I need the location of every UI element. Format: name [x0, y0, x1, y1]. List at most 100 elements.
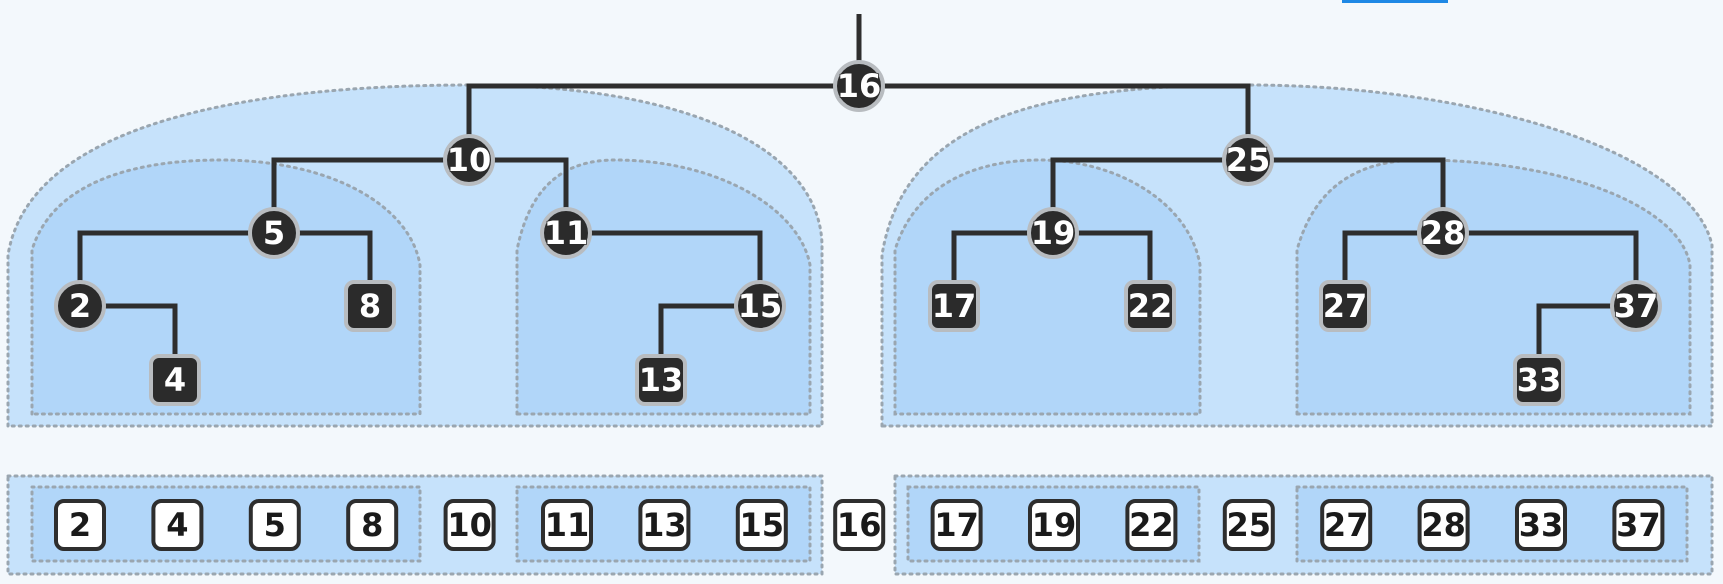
array-cell-17: 17 [930, 499, 983, 551]
array-cell-2-label: 2 [69, 506, 91, 544]
tree-node-28-circle [1417, 207, 1469, 259]
array-cell-15-label: 15 [740, 506, 785, 544]
tree-node-10-label: 10 [447, 141, 492, 179]
array-cell-13-box [638, 499, 691, 551]
tree-node-27-square [1319, 280, 1371, 332]
tree-node-33-square [1513, 354, 1565, 406]
tree-node-25: 25 [1222, 134, 1274, 186]
array-cell-10: 10 [443, 499, 496, 551]
tree-node-2-label: 2 [69, 287, 91, 325]
array-cell-25-label: 25 [1227, 506, 1272, 544]
tree-node-17-square [928, 280, 980, 332]
tree-node-28-label: 28 [1421, 214, 1466, 252]
tree-node-13: 13 [635, 354, 687, 406]
array-cell-4: 4 [151, 499, 204, 551]
array-cell-8: 8 [346, 499, 399, 551]
tree-node-4: 4 [149, 354, 201, 406]
tree-node-16-label: 16 [837, 67, 882, 105]
array-cell-5-box [248, 499, 301, 551]
tree-node-5-circle [248, 207, 300, 259]
subtree-region-5 [30, 158, 422, 416]
array-cell-16-box [833, 499, 886, 551]
tree-node-22: 22 [1124, 280, 1176, 332]
tree-node-19: 19 [1027, 207, 1079, 259]
array-cell-10-box [443, 499, 496, 551]
array-cell-33: 33 [1515, 499, 1567, 551]
accent-bar [1342, 0, 1448, 3]
tree-node-8-square [344, 280, 396, 332]
array-cell-28-label: 28 [1421, 506, 1466, 544]
tree-node-11: 11 [540, 207, 592, 259]
array-cell-27-box [1320, 499, 1373, 551]
array-cell-15: 15 [735, 499, 788, 551]
array-cell-2: 2 [54, 499, 106, 551]
array-cell-22-label: 22 [1129, 506, 1174, 544]
tree-node-17-label: 17 [932, 287, 977, 325]
array-cell-19-label: 19 [1032, 506, 1077, 544]
tree-node-8-label: 8 [359, 287, 381, 325]
array-cell-19: 19 [1028, 499, 1080, 551]
tree-node-37-circle [1610, 280, 1662, 332]
tree-node-4-label: 4 [164, 361, 186, 399]
tree-node-5-label: 5 [263, 214, 285, 252]
array-cell-11-box [541, 499, 593, 551]
array-cell-10-label: 10 [447, 506, 492, 544]
tree-node-28: 28 [1417, 207, 1469, 259]
tree-node-10-circle [443, 134, 495, 186]
array-cell-16: 16 [833, 499, 886, 551]
array-cell-8-box [346, 499, 399, 551]
sorted-array: 2 4 5 8 10 11 13 15 16 17 19 22 25 27 28 33 37 [54, 499, 1665, 551]
subtree-region-19 [893, 158, 1202, 416]
array-cell-27: 27 [1320, 499, 1373, 551]
array-cell-4-label: 4 [166, 506, 188, 544]
tree-node-22-label: 22 [1128, 287, 1173, 325]
subtree-regions [6, 83, 1714, 428]
array-cell-11-label: 11 [545, 506, 590, 544]
tree-node-5: 5 [248, 207, 300, 259]
array-cell-19-box [1028, 499, 1080, 551]
tree-node-19-label: 19 [1031, 214, 1076, 252]
array-cell-22: 22 [1125, 499, 1178, 551]
subtree-region-11 [515, 158, 812, 416]
tree-node-27-label: 27 [1323, 287, 1368, 325]
tree-node-17: 17 [928, 280, 980, 332]
array-cell-2-box [54, 499, 106, 551]
array-cell-37-box [1612, 499, 1665, 551]
array-cell-25-box [1222, 499, 1275, 551]
array-cell-15-box [735, 499, 788, 551]
tree-node-10: 10 [443, 134, 495, 186]
tree-node-15-circle [734, 280, 786, 332]
tree-node-25-label: 25 [1226, 141, 1271, 179]
tree-node-8: 8 [344, 280, 396, 332]
tree-node-4-square [149, 354, 201, 406]
array-cell-27-label: 27 [1324, 506, 1369, 544]
array-cell-28: 28 [1417, 499, 1470, 551]
tree-node-11-label: 11 [544, 214, 589, 252]
array-cell-5: 5 [248, 499, 301, 551]
tree-node-13-square [635, 354, 687, 406]
tree-node-22-square [1124, 280, 1176, 332]
array-cell-13: 13 [638, 499, 691, 551]
array-cell-22-box [1125, 499, 1178, 551]
tree-node-2: 2 [54, 280, 106, 332]
tree-node-33: 33 [1513, 354, 1565, 406]
array-cell-28-box [1417, 499, 1470, 551]
array-cell-25: 25 [1222, 499, 1275, 551]
array-cell-13-label: 13 [642, 506, 687, 544]
array-cell-5-label: 5 [264, 506, 286, 544]
tree-node-19-circle [1027, 207, 1079, 259]
subtree-region-28 [1295, 158, 1692, 416]
array-cell-11: 11 [541, 499, 593, 551]
tree-node-16: 16 [833, 60, 885, 112]
tree-node-33-label: 33 [1517, 361, 1562, 399]
tree-node-15: 15 [734, 280, 786, 332]
tree-node-25-circle [1222, 134, 1274, 186]
tree-node-27: 27 [1319, 280, 1371, 332]
tree-node-2-circle [54, 280, 106, 332]
array-cell-37: 37 [1612, 499, 1665, 551]
tree-node-37: 37 [1610, 280, 1662, 332]
array-cell-33-label: 33 [1519, 506, 1564, 544]
array-cell-17-box [930, 499, 983, 551]
